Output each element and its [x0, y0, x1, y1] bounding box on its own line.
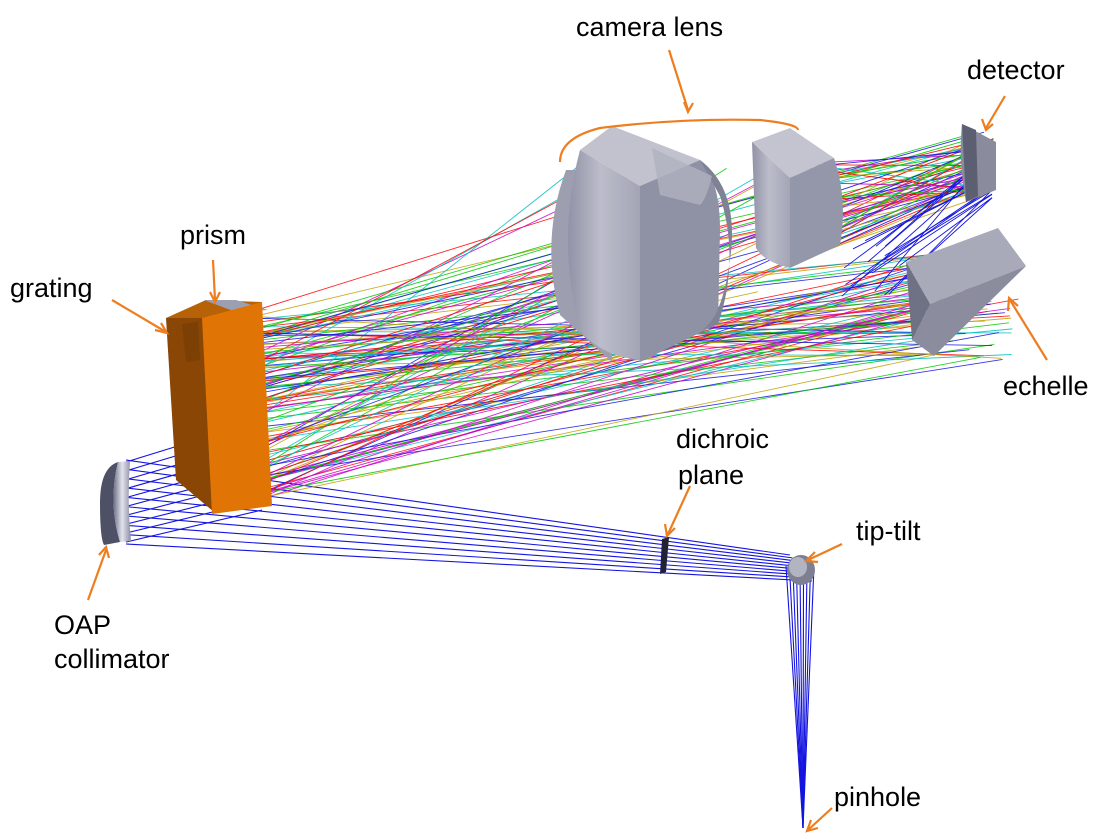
label-detector: detector: [967, 55, 1065, 85]
label-prism: prism: [180, 220, 246, 250]
ray: [830, 149, 986, 166]
ray: [802, 570, 808, 829]
label-echelle: echelle: [1003, 371, 1089, 401]
ray: [845, 186, 993, 285]
ray: [228, 320, 943, 371]
ray: [830, 179, 972, 222]
label-tip-tilt: tip-tilt: [856, 516, 921, 546]
ray: [802, 571, 805, 829]
ray: [899, 197, 993, 266]
label-dichroic-plane: plane: [678, 460, 744, 490]
ray: [888, 189, 993, 295]
ray: [818, 186, 993, 210]
ray: [884, 197, 993, 296]
label-dichroic: dichroic: [676, 424, 769, 454]
ray: [881, 193, 993, 262]
ray: [241, 319, 924, 363]
labels: camera lens detector prism grating echel…: [10, 12, 1089, 812]
ray: [261, 298, 962, 466]
ray: [125, 524, 808, 576]
label-collimator: collimator: [54, 644, 170, 674]
ray: [799, 571, 804, 829]
ray: [795, 571, 804, 829]
dichroic-plane: [660, 537, 669, 574]
ray: [827, 180, 990, 250]
ray: [785, 565, 804, 829]
ray: [125, 506, 803, 570]
ray: [125, 543, 813, 582]
label-oap: OAP: [54, 610, 111, 640]
ray: [871, 194, 993, 274]
ray: [253, 254, 582, 370]
ray: [788, 568, 804, 829]
prism-and-grating: [166, 300, 272, 514]
ray: [227, 343, 995, 457]
ray: [232, 280, 997, 503]
detector: [960, 124, 996, 202]
echelle-grating: [906, 228, 1026, 356]
ray: [125, 509, 263, 543]
ray: [802, 568, 812, 829]
ray: [125, 534, 810, 579]
ray: [244, 340, 953, 422]
label-grating: grating: [10, 273, 93, 303]
ray: [222, 311, 936, 506]
ray: [251, 328, 1013, 402]
ray: [231, 354, 1012, 390]
ray: [228, 358, 1003, 482]
ray: [245, 353, 936, 367]
label-pinhole: pinhole: [834, 782, 921, 812]
ray: [222, 357, 981, 502]
ray: [823, 153, 981, 163]
ray: [246, 353, 937, 502]
ray: [826, 171, 969, 221]
ray: [792, 570, 804, 829]
annotation-leaders: [86, 49, 1048, 833]
camera-lens-elements: [551, 126, 843, 362]
ray: [243, 298, 587, 405]
label-camera-lens: camera lens: [576, 12, 723, 42]
ray: [248, 159, 587, 427]
ray: [838, 188, 987, 198]
ray: [230, 311, 988, 460]
oap-collimator: [100, 461, 131, 545]
ray: [802, 565, 815, 829]
tip-tilt-mirror: [787, 555, 815, 585]
ray: [244, 298, 937, 409]
ray: [125, 515, 805, 573]
ray: [225, 173, 610, 380]
